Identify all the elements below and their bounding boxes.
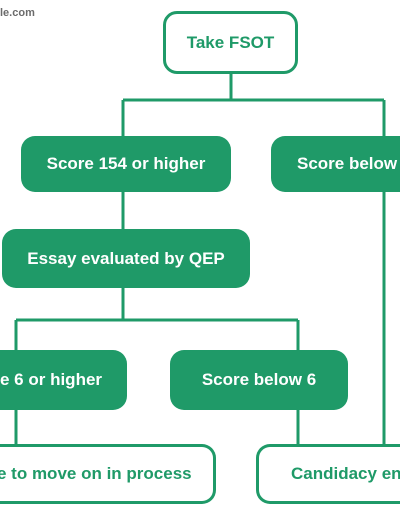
score-below-6-node: Score below 6	[170, 350, 348, 410]
score-below-154-node: Score below	[271, 136, 400, 192]
take-fsot-node: Take FSOT	[163, 11, 298, 74]
site-watermark: le.com	[0, 7, 35, 19]
score-6-or-higher-node: e 6 or higher	[0, 350, 127, 410]
candidacy-ends-node: Candidacy en	[256, 444, 400, 504]
connector-fsot-split	[121, 74, 386, 136]
score-154-or-higher-node: Score 154 or higher	[21, 136, 231, 192]
connector-essay-split	[14, 288, 300, 350]
move-on-in-process-node: e to move on in process	[0, 444, 216, 504]
essay-evaluated-node: Essay evaluated by QEP	[2, 229, 250, 288]
